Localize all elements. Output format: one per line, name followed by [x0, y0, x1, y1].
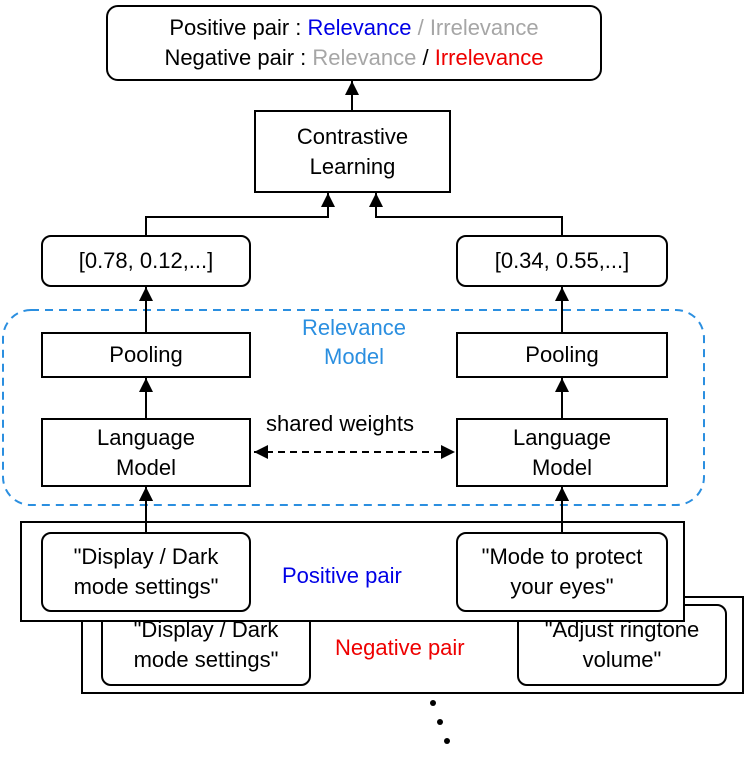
contrastive-learning-line1: Contrastive — [296, 123, 409, 149]
relevance-model-label-line1: Relevance — [302, 315, 406, 340]
language-model-left-box: Language Model — [41, 418, 251, 487]
positive-pair-left-query: "Display / Dark mode settings" — [41, 532, 251, 612]
negative-pair-output-line: Negative pair : Relevance / Irrelevance — [164, 43, 543, 73]
shared-weights-label: shared weights — [266, 411, 414, 436]
positive-separator: / — [411, 15, 430, 40]
negative-left-query-line2: mode settings" — [133, 647, 279, 672]
relevance-model-label: Relevance Model — [256, 313, 452, 371]
pooling-left-box: Pooling — [41, 332, 251, 378]
positive-relevance-text: Relevance — [307, 15, 412, 40]
negative-pair-label: Negative pair — [335, 635, 465, 660]
positive-left-query-line2: mode settings" — [73, 574, 219, 599]
positive-pair-right-query: "Mode to protect your eyes" — [456, 532, 668, 612]
language-model-right-line2: Model — [532, 454, 592, 480]
arrow-emb-left-to-contrastive — [145, 193, 335, 235]
embedding-right-text: [0.34, 0.55,...] — [494, 248, 630, 273]
positive-pair-output-label: Positive pair : — [169, 15, 308, 40]
language-model-right-box: Language Model — [456, 418, 668, 487]
language-model-left-line1: Language — [97, 424, 195, 450]
positive-irrelevance-text: Irrelevance — [429, 15, 539, 40]
negative-pair-output-label: Negative pair : — [164, 45, 313, 70]
negative-irrelevance-text: Irrelevance — [434, 45, 544, 70]
positive-pair-output-line: Positive pair : Relevance / Irrelevance — [169, 13, 538, 43]
negative-right-query-line2: volume" — [582, 647, 662, 672]
language-model-left-line2: Model — [116, 454, 176, 480]
embedding-left-text: [0.78, 0.12,...] — [78, 248, 214, 273]
language-model-right-line1: Language — [513, 424, 611, 450]
positive-right-query-line1: "Mode to protect — [481, 544, 643, 569]
relevance-model-boundary — [2, 309, 705, 506]
contrastive-learning-line2: Learning — [309, 153, 396, 179]
output-labels-box: Positive pair : Relevance / Irrelevance … — [106, 5, 602, 81]
positive-pair-label: Positive pair — [282, 563, 402, 588]
pooling-right-text: Pooling — [525, 342, 599, 367]
relevance-model-label-line2: Model — [324, 344, 384, 369]
contrastive-learning-box: Contrastive Learning — [254, 110, 451, 193]
embedding-left-box: [0.78, 0.12,...] — [41, 235, 251, 287]
positive-left-query-line1: "Display / Dark — [73, 544, 219, 569]
embedding-right-box: [0.34, 0.55,...] — [456, 235, 668, 287]
negative-separator: / — [416, 45, 435, 70]
pooling-left-text: Pooling — [109, 342, 183, 367]
negative-relevance-text: Relevance — [312, 45, 417, 70]
arrow-emb-right-to-contrastive — [369, 193, 563, 235]
positive-right-query-line2: your eyes" — [510, 574, 614, 599]
more-pairs-ellipsis-icon — [430, 700, 450, 744]
pooling-right-box: Pooling — [456, 332, 668, 378]
